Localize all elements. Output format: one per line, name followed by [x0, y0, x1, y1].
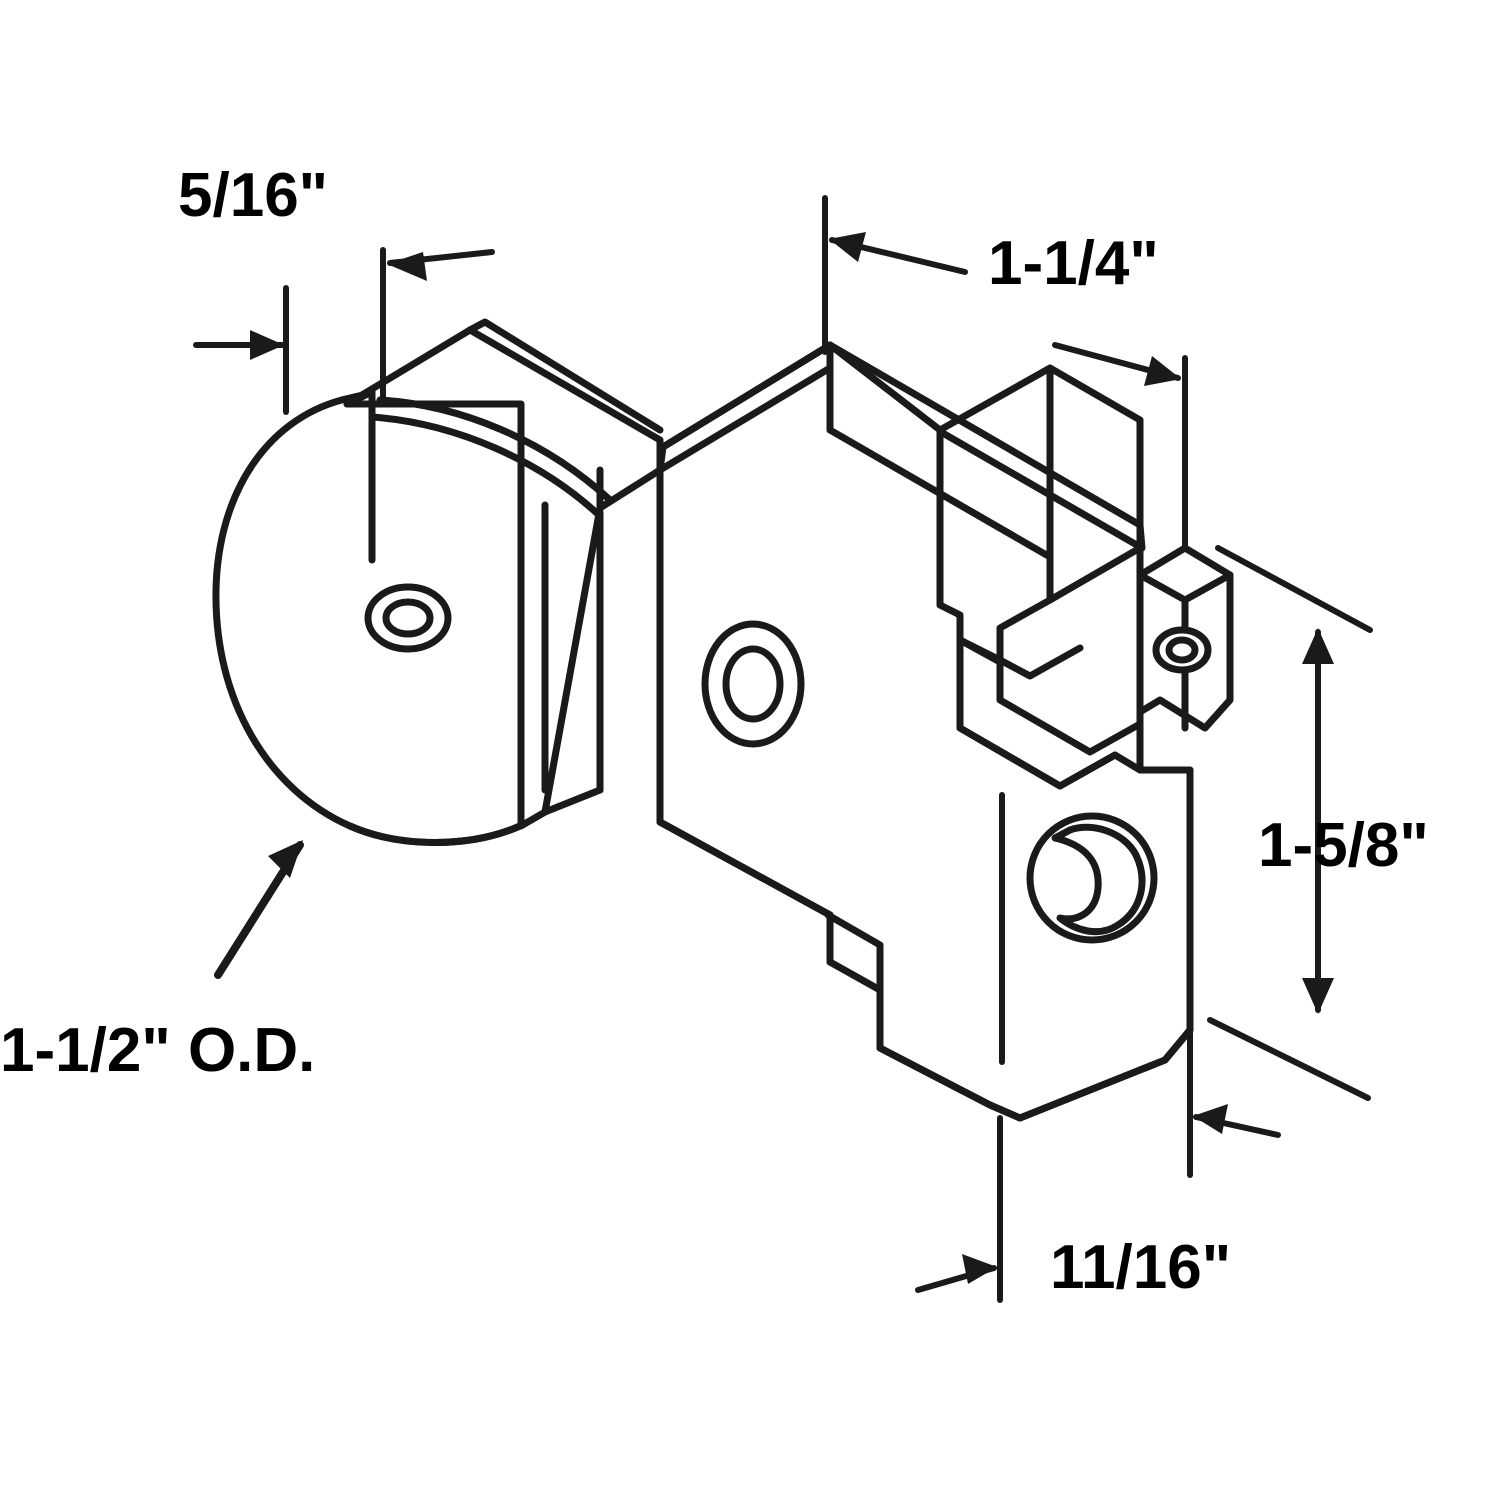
dimension-label-body-width: 1-1/4" — [988, 229, 1159, 298]
left-housing-plate — [343, 318, 664, 830]
dimension-label-body-height: 1-5/8" — [1258, 811, 1429, 880]
body-notch — [824, 911, 884, 994]
dimension-wheel-thickness — [193, 247, 495, 415]
flange-hole-inner — [1165, 636, 1199, 664]
dimension-label-wheel-thickness: 5/16" — [178, 161, 329, 230]
wheel-hub-inner — [382, 598, 434, 638]
dimension-body-height — [1207, 545, 1373, 1101]
leader-wheel-diameter — [214, 840, 304, 979]
adjustment-screw — [1026, 812, 1158, 944]
roller-wheel — [212, 385, 549, 846]
right-flange — [1136, 544, 1234, 732]
dimension-label-bracket-depth: 11/16" — [1050, 1233, 1232, 1302]
housing-curve-slot — [376, 396, 614, 504]
dimension-label-wheel-diameter: 1-1/2" O.D. — [0, 1016, 316, 1085]
dimension-body-width — [822, 195, 1188, 551]
channel-base — [956, 636, 1144, 790]
dimension-bracket-depth — [915, 1029, 1281, 1303]
center-mount-hole — [701, 620, 805, 748]
screw-slot — [1051, 823, 1146, 936]
